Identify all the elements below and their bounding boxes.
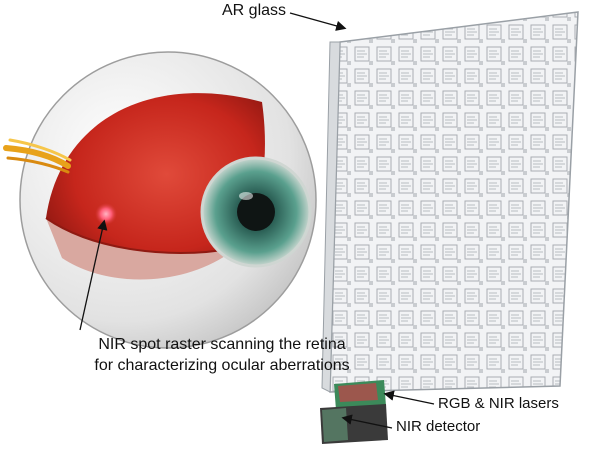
nir-spot-label: NIR spot raster scanning the retina for … (94, 336, 350, 374)
ar-glass-panel (321, 11, 579, 393)
leader-lines (79, 12, 435, 429)
detector-arrow (341, 414, 393, 429)
laser-detector-module (320, 380, 388, 444)
nir-spot-arrow (79, 219, 108, 331)
ar-glass-label: AR glass (222, 2, 287, 19)
nir-detector-label: NIR detector (396, 418, 481, 435)
lasers-arrow (383, 390, 435, 405)
rgb-nir-lasers-label: RGB & NIR lasers (438, 395, 559, 412)
ar-glass-arrow (289, 12, 347, 31)
eye-illustration (3, 51, 317, 349)
